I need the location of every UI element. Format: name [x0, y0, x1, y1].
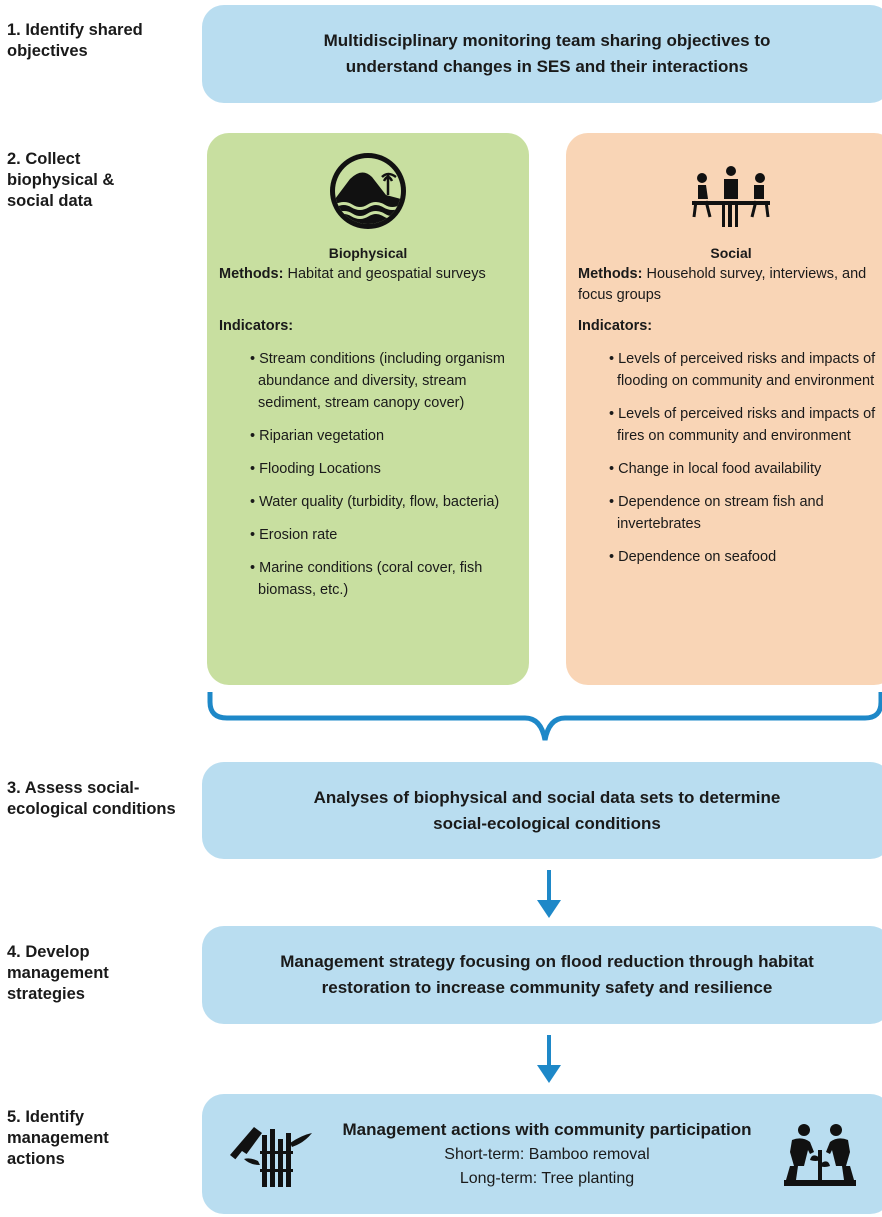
people-meeting-icon — [688, 151, 774, 231]
step-4-label: 4. Develop management strategies — [7, 943, 109, 1003]
saw-bamboo-icon — [230, 1127, 312, 1187]
social-methods: Methods: Household survey, interviews, a… — [578, 264, 876, 306]
list-item: Flooding Locations — [219, 458, 515, 480]
people-planting-icon — [784, 1124, 856, 1186]
merge-brace — [207, 692, 882, 741]
assess-text: Analyses of biophysical and social data … — [313, 787, 781, 833]
biophysical-methods-label: Methods: — [219, 266, 284, 282]
short-term-action: Short-term: Bamboo removal — [444, 1146, 650, 1163]
biophysical-methods: Methods: Habitat and geospatial surveys — [219, 264, 509, 285]
biophysical-indicator-list: Stream conditions (including organism ab… — [219, 348, 515, 612]
social-indicators-heading: Indicators: — [578, 318, 653, 334]
list-item: Erosion rate — [219, 524, 515, 546]
social-title: Social — [710, 245, 752, 261]
biophysical-card: Biophysical Methods: Habitat and geospat… — [207, 133, 529, 685]
list-item: Dependence on stream fish and invertebra… — [578, 491, 882, 535]
list-item: Marine conditions (coral cover, fish bio… — [219, 557, 515, 601]
list-item: Change in local food availability — [578, 458, 882, 480]
step-5-label: 5. Identify management actions — [7, 1108, 109, 1168]
social-card: Social Methods: Household survey, interv… — [566, 133, 882, 685]
long-term-action: Long-term: Tree planting — [459, 1170, 635, 1187]
strategy-box: Management strategy focusing on flood re… — [202, 926, 882, 1024]
island-ocean-icon — [328, 151, 408, 231]
biophysical-indicators-heading: Indicators: — [219, 318, 294, 334]
actions-box: Management actions with community partic… — [202, 1094, 882, 1214]
biophysical-title: Biophysical — [328, 245, 408, 261]
list-item: Dependence on seafood — [578, 546, 882, 568]
list-item: Riparian vegetation — [219, 425, 515, 447]
step-2-label: 2. Collect biophysical & social data — [7, 150, 115, 210]
list-item: Stream conditions (including organism ab… — [219, 348, 515, 414]
social-indicator-list: Levels of perceived risks and impacts of… — [578, 348, 882, 579]
down-arrow-icon — [537, 870, 561, 918]
assess-box: Analyses of biophysical and social data … — [202, 762, 882, 859]
list-item: Water quality (turbidity, flow, bacteria… — [219, 491, 515, 513]
step-3-label: 3. Assess social-ecological conditions — [7, 779, 176, 818]
actions-title: Management actions with community partic… — [342, 1120, 752, 1139]
social-methods-text: Household survey, interviews, and focus … — [578, 266, 867, 303]
list-item: Levels of perceived risks and impacts of… — [578, 403, 882, 447]
biophysical-methods-text: Habitat and geospatial surveys — [283, 266, 486, 282]
objectives-text: Multidisciplinary monitoring team sharin… — [323, 31, 771, 76]
objectives-box: Multidisciplinary monitoring team sharin… — [202, 5, 882, 103]
social-methods-label: Methods: — [578, 266, 643, 282]
down-arrow-icon — [537, 1035, 561, 1083]
strategy-text: Management strategy focusing on flood re… — [280, 952, 814, 997]
step-1-label: 1. Identify shared objectives — [7, 21, 143, 60]
list-item: Levels of perceived risks and impacts of… — [578, 348, 882, 392]
